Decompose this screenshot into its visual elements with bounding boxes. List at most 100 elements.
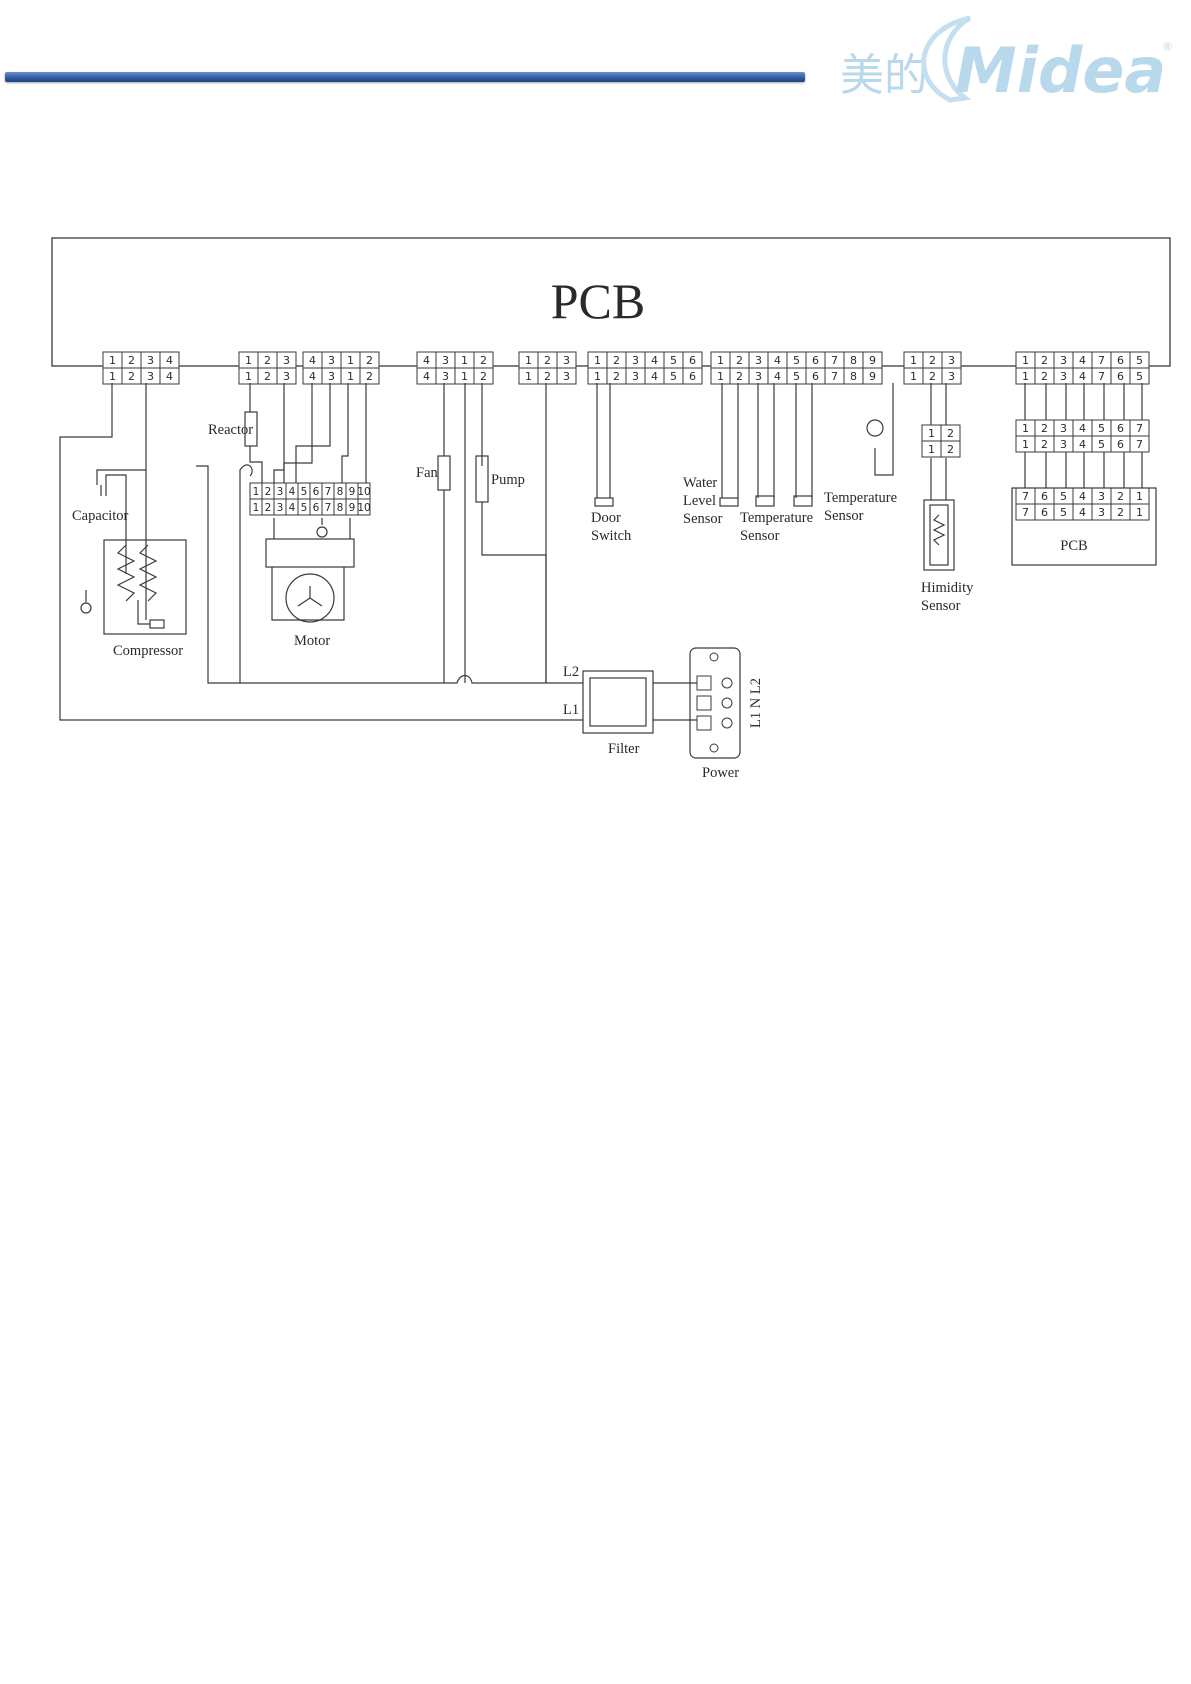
compressor-coil-2 — [138, 544, 158, 602]
connector-pin-number: 1 — [245, 354, 252, 367]
connector-pin-number: 1 — [461, 370, 468, 383]
connector-pin-number: 2 — [128, 354, 135, 367]
connector-pin-cell — [862, 367, 883, 385]
fan-body — [437, 455, 451, 491]
humidity-sensor-outer — [923, 499, 955, 571]
connector-pin-number: 2 — [480, 370, 487, 383]
connector-pin-number: 1 — [253, 486, 260, 498]
label-door-line2: Switch — [591, 528, 632, 544]
label-door-line1: Door — [591, 510, 621, 526]
label-temp2-line2: Sensor — [824, 508, 864, 524]
connector-pin-number: 7 — [325, 486, 332, 498]
connector-pin-number: 1 — [525, 370, 532, 383]
connector-pin-number: 3 — [1060, 438, 1067, 451]
wire-capacitor-right — [105, 474, 127, 540]
connector-pin-number: 7 — [1136, 422, 1143, 435]
connector-pin-number: 2 — [929, 354, 936, 367]
connector-pin-number: 7 — [1022, 506, 1029, 519]
connector-pin-number: 7 — [1098, 370, 1105, 383]
connector-pin-number: 2 — [736, 370, 743, 383]
connector-pin-number: 8 — [337, 502, 344, 514]
connector-pin-number: 1 — [928, 443, 935, 456]
connector-pin-number: 4 — [289, 486, 296, 498]
connector-pin-number: 3 — [1098, 506, 1105, 519]
label-l1: L1 — [563, 702, 579, 718]
connector-pin-cell — [682, 367, 703, 385]
connector-pin-number: 1 — [1022, 354, 1029, 367]
connector-pin-number: 7 — [1136, 438, 1143, 451]
connector-pin-number: 5 — [1060, 490, 1067, 503]
connector-pin-number: 2 — [613, 354, 620, 367]
connector-pin-number: 3 — [277, 502, 284, 514]
connector-pin-number: 3 — [632, 370, 639, 383]
connector-pin-cell — [556, 367, 577, 385]
connector-pin-number: 4 — [1079, 506, 1086, 519]
connector-pin-number: 4 — [651, 370, 658, 383]
connector-pin-number: 5 — [301, 486, 308, 498]
connector-pin-number: 5 — [793, 370, 800, 383]
wire-pump-bottom — [481, 502, 547, 683]
connector-pin-number: 3 — [147, 370, 154, 383]
connector-pin-number: 1 — [109, 354, 116, 367]
connector-pin-number: 3 — [283, 354, 290, 367]
connector-pin-number: 2 — [265, 486, 272, 498]
connector-pin-number: 4 — [309, 354, 316, 367]
wire-display-mid — [1024, 452, 1143, 488]
connector-pin-number: 7 — [831, 354, 838, 367]
connector-pin-number: 3 — [755, 370, 762, 383]
connector-pin-number: 3 — [948, 354, 955, 367]
label-water-line3: Sensor — [683, 511, 723, 527]
connector-pin-number: 1 — [928, 427, 935, 440]
connector-pin-cell — [1129, 503, 1150, 521]
connector-pin-number: 7 — [831, 370, 838, 383]
connector-pin-number: 1 — [109, 370, 116, 383]
connector-pin-number: 6 — [313, 486, 320, 498]
connector-pin-number: 1 — [910, 354, 917, 367]
logo-swoosh — [921, 15, 972, 103]
pcb-title: PCB — [551, 273, 646, 329]
connector-pin-number: 3 — [563, 354, 570, 367]
wire-temp-1 — [757, 383, 775, 498]
power-terminal-details — [696, 652, 733, 753]
connector-pin-number: 6 — [689, 370, 696, 383]
label-reactor: Reactor — [208, 422, 253, 438]
connector-pin-number: 6 — [1041, 506, 1048, 519]
connector-pin-cell — [359, 367, 380, 385]
connector-pin-number: 3 — [563, 370, 570, 383]
connector-pin-number: 1 — [461, 354, 468, 367]
label-temp1-line2: Sensor — [740, 528, 780, 544]
wire-display-top — [1024, 383, 1143, 420]
filter-inner — [589, 677, 647, 727]
connector-pin-number: 2 — [264, 370, 271, 383]
connector-pin-number: 2 — [1041, 422, 1048, 435]
power-block — [689, 647, 741, 759]
connector-pin-number: 6 — [812, 354, 819, 367]
label-power-terminals: L1 N L2 — [748, 678, 764, 728]
connector-pin-number: 6 — [1041, 490, 1048, 503]
connector-pin-number: 2 — [929, 370, 936, 383]
connector-pin-number: 10 — [357, 486, 370, 498]
connector-pin-number: 6 — [1117, 422, 1124, 435]
connector-pin-cell — [159, 367, 180, 385]
connector-pin-number: 4 — [1079, 438, 1086, 451]
connector-pin-number: 3 — [1060, 422, 1067, 435]
label-filter: Filter — [608, 741, 640, 757]
motor-winding — [297, 586, 323, 607]
connector-pin-number: 10 — [357, 502, 370, 514]
connector-pin-number: 3 — [442, 354, 449, 367]
midea-logo-graphic: 美的 Midea ® — [840, 15, 1173, 107]
connector-pin-number: 3 — [1060, 370, 1067, 383]
wire-l1-left — [59, 383, 583, 721]
connector-pin-number: 4 — [1079, 490, 1086, 503]
connector-pin-number: 2 — [264, 354, 271, 367]
connector-pin-number: 9 — [349, 486, 356, 498]
connector-pin-number: 2 — [1041, 370, 1048, 383]
logo-trademark: ® — [1162, 40, 1173, 53]
connector-pin-cell — [473, 367, 494, 385]
connector-pin-number: 2 — [366, 354, 373, 367]
connector-pin-number: 4 — [166, 370, 173, 383]
